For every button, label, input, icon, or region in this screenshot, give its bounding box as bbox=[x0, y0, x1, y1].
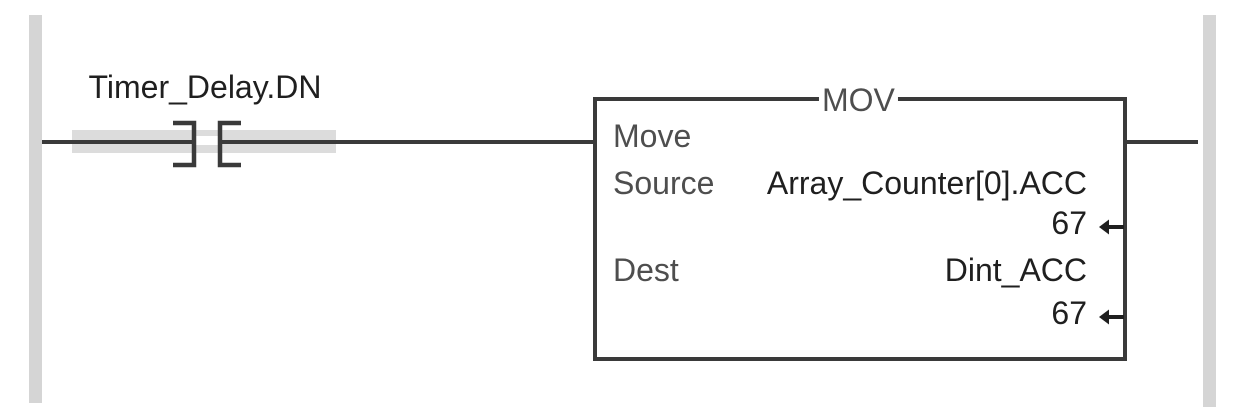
dest-operand[interactable]: Dint_ACC bbox=[944, 252, 1087, 288]
mov-instruction-block[interactable]: MOV Move Source Array_Counter[0].ACC 67 … bbox=[593, 84, 1127, 361]
value-update-arrow-icon bbox=[1099, 309, 1124, 325]
source-operand[interactable]: Array_Counter[0].ACC bbox=[766, 165, 1087, 201]
value-update-arrow-icon bbox=[1099, 219, 1124, 235]
contact-gap bbox=[196, 136, 218, 145]
left-power-rail bbox=[29, 15, 42, 403]
wire-contact-to-block bbox=[220, 140, 595, 144]
dest-label: Dest bbox=[613, 252, 679, 288]
wire-block-to-rail bbox=[1125, 140, 1198, 144]
contact-tag[interactable]: Timer_Delay.DN bbox=[88, 69, 322, 105]
instruction-description: Move bbox=[613, 118, 692, 154]
wire-rail-to-contact bbox=[42, 140, 193, 144]
source-value: 67 bbox=[1051, 205, 1087, 241]
source-label: Source bbox=[613, 165, 715, 201]
instruction-mnemonic: MOV bbox=[818, 84, 898, 116]
xic-contact-icon[interactable] bbox=[168, 116, 246, 172]
dest-value: 67 bbox=[1051, 295, 1087, 331]
right-power-rail bbox=[1203, 15, 1216, 407]
